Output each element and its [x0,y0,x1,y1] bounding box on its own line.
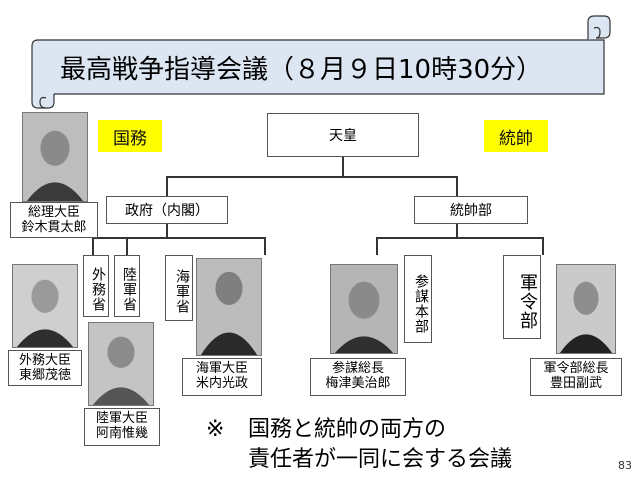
portrait-army-chief-of-staff [330,264,398,354]
title-banner [28,14,614,110]
portrait-navy-minister-image [197,259,261,355]
note-line-1: 国務と統帥の両方の [248,417,447,442]
page-number: 83 [618,459,632,472]
caption-army-chief-of-staff: 参謀総長 梅津美治郎 [310,358,406,396]
command-drop [456,176,458,196]
portrait-navy-chief-of-staff-image [557,265,615,353]
portrait-foreign-minister [12,264,78,348]
command-stem [456,224,458,238]
caption-prime-minister: 総理大臣 鈴木貫太郎 [10,202,98,238]
scroll-banner-shape [31,15,611,109]
gov-branch-bar [92,237,266,239]
supreme-command-box: 統帥部 [414,196,528,224]
caption-name: 豊田副武 [549,376,602,391]
caption-role: 外務大臣 [18,353,71,368]
army-drop [126,237,128,255]
caption-name: 阿南惟幾 [95,426,148,441]
page-title: 最高戦争指導会議（８月９日10時30分） [60,55,543,85]
navy-ministry-box: 海軍省 [165,255,193,321]
gov-drop [166,176,168,196]
caption-role: 陸軍大臣 [95,411,148,426]
portrait-foreign-minister-image [13,265,77,347]
portrait-navy-minister [196,258,262,356]
caption-navy-chief-of-staff: 軍令部総長 豊田副武 [530,358,622,396]
note-mark: ※ [206,417,225,442]
portrait-army-chief-of-staff-image [331,265,397,353]
navy-general-staff-box: 軍令部 [503,255,541,339]
caption-name: 鈴木貫太郎 [21,220,87,235]
army-general-staff-box: 参謀本部 [404,255,432,343]
emperor-stem [342,157,344,177]
government-box: 政府（内閣） [106,196,228,224]
caption-role: 海軍大臣 [195,361,248,376]
caption-name: 梅津美治郎 [325,376,391,391]
note-line-2: 責任者が一同に会する会議 [248,447,513,472]
portrait-prime-minister [22,112,88,202]
staff-drop [376,237,378,255]
caption-navy-minister: 海軍大臣 米内光政 [182,358,262,396]
caption-role: 参謀総長 [331,361,384,376]
caption-role: 総理大臣 [27,205,80,220]
portrait-army-minister [88,322,154,406]
gov-stem [166,224,168,238]
command-branch-bar [376,237,544,239]
caption-name: 米内光政 [195,376,248,391]
portrait-prime-minister-image [23,113,87,201]
top-branch-bar [166,176,458,178]
caption-name: 東郷茂徳 [18,368,71,383]
emperor-box: 天皇 [267,113,419,157]
portrait-army-minister-image [89,323,153,405]
caption-role: 軍令部総長 [543,361,609,376]
army-ministry-box: 陸軍省 [114,255,140,317]
caption-foreign-minister: 外務大臣 東郷茂徳 [8,350,82,386]
caption-army-minister: 陸軍大臣 阿南惟幾 [84,408,160,446]
portrait-navy-chief-of-staff [556,264,616,354]
foreign-drop [92,237,94,255]
state-affairs-tag: 国務 [98,120,162,152]
supreme-command-tag: 統帥 [484,120,548,152]
navy-drop [264,237,266,255]
foreign-ministry-box: 外務省 [83,255,109,317]
navystaff-drop [542,237,544,255]
